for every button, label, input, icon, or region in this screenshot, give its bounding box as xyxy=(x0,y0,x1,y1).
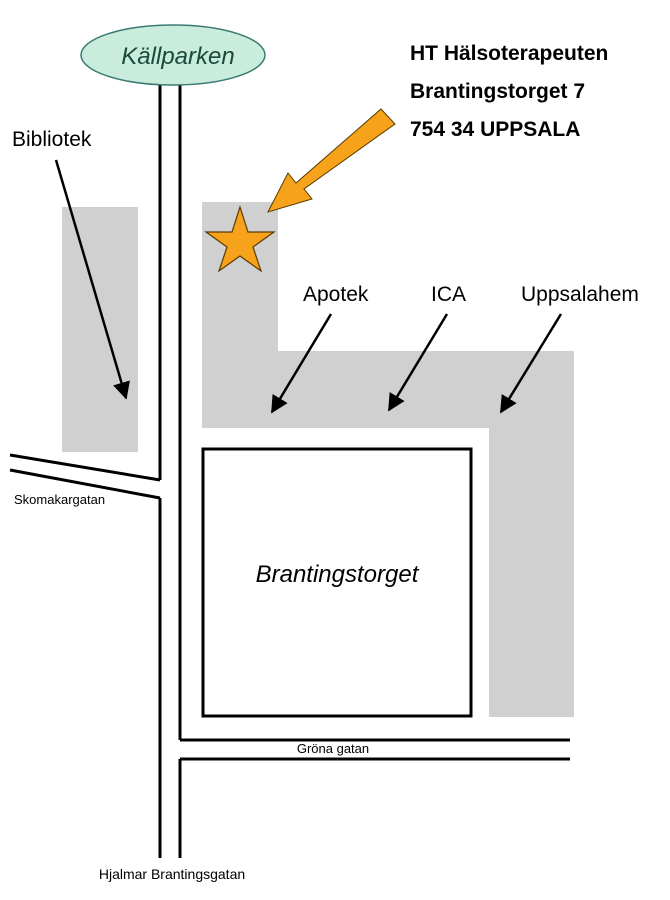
street-label-skomakargatan: Skomakargatan xyxy=(14,492,105,507)
street-label-grona-gatan: Gröna gatan xyxy=(297,741,369,756)
library-label: Bibliotek xyxy=(12,128,92,151)
arrow-icon xyxy=(54,159,130,400)
arrow-icon xyxy=(267,108,396,213)
uppsalahem-building xyxy=(489,351,574,717)
star-icon xyxy=(204,205,276,273)
road-line xyxy=(9,453,161,482)
square-outline xyxy=(201,447,473,718)
arrow-icon xyxy=(270,313,333,414)
arrow-icon xyxy=(499,313,563,414)
address-street: Brantingstorget 7 xyxy=(410,80,586,103)
park-label: Källparken xyxy=(121,43,234,70)
clinic-building xyxy=(202,202,490,428)
address-postal: 754 34 UPPSALA xyxy=(410,118,581,141)
grocery-label: ICA xyxy=(431,283,466,306)
park-ellipse xyxy=(80,24,266,86)
square-label: Brantingstorget xyxy=(256,561,420,588)
library-building xyxy=(62,207,138,452)
arrow-icon xyxy=(387,313,449,412)
road-line xyxy=(9,468,161,500)
department-store-label: Uppsalahem xyxy=(521,283,639,306)
street-label-hjalmar-brantingsgatan: Hjalmar Brantingsgatan xyxy=(99,866,245,882)
pharmacy-label: Apotek xyxy=(303,283,369,306)
address-name: HT Hälsoterapeuten xyxy=(410,42,609,65)
